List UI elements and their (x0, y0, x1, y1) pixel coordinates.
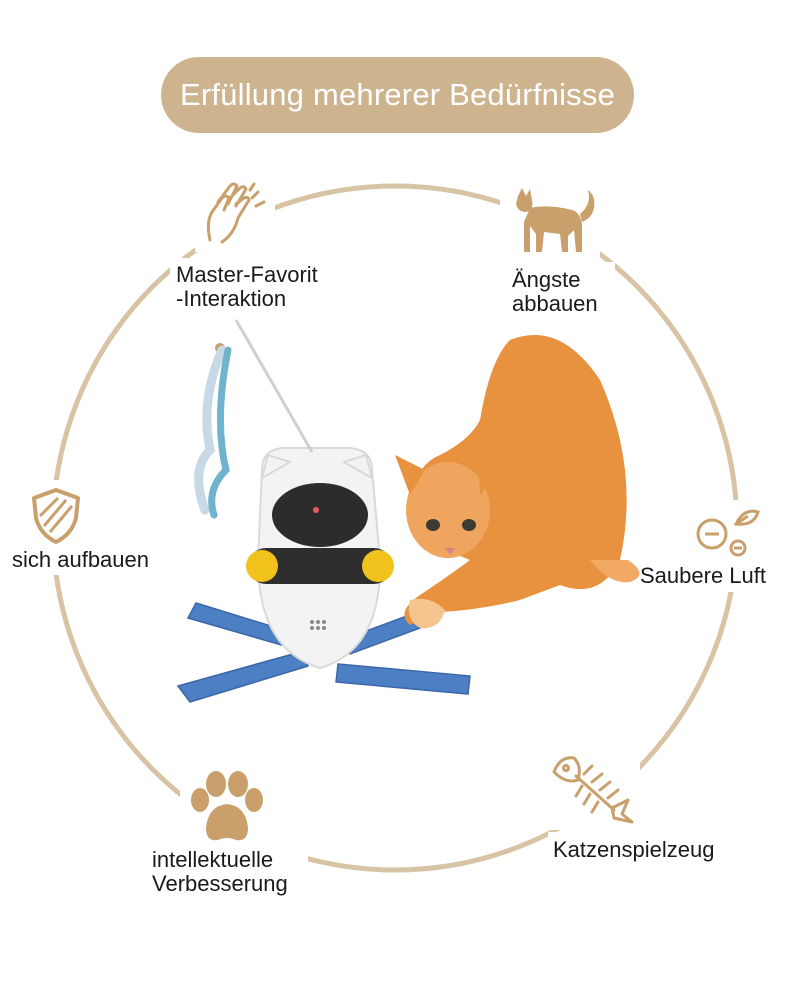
shield-icon (32, 488, 80, 544)
feature-label-line1: intellektuelle (152, 847, 274, 872)
feature-intellect: intellektuelle Verbesserung (152, 848, 288, 896)
feature-label-line1: Master-Favorit (176, 262, 318, 287)
feature-label-line1: Saubere Luft (640, 563, 766, 588)
feature-label-line1: sich aufbauen (12, 547, 149, 572)
fish-bone-icon (552, 756, 634, 824)
paw-icon (191, 771, 263, 841)
kitten-photo (395, 335, 640, 629)
feature-build-up: sich aufbauen (12, 548, 149, 572)
feature-label-line1: Ängste (512, 267, 581, 292)
feature-label-line2: abbauen (512, 291, 598, 316)
feature-cat-toy: Katzenspielzeug (553, 838, 714, 862)
air-leaf-icon (696, 509, 760, 557)
feature-label-line1: Katzenspielzeug (553, 837, 715, 862)
title-pill: Erfüllung mehrerer Bedürfnisse (161, 57, 634, 133)
cat-icon (516, 188, 595, 252)
feature-clean-air: Saubere Luft (640, 564, 766, 588)
page-title: Erfüllung mehrerer Bedürfnisse (179, 77, 616, 112)
feature-interaction: Master-Favorit -Interaktion (176, 263, 318, 311)
feature-label-line2: Verbesserung (152, 871, 288, 896)
clapping-hands-icon (206, 182, 266, 244)
feature-anxiety: Ängste abbauen (512, 268, 598, 316)
feature-label-line2: -Interaktion (176, 286, 287, 311)
cat-toy-robot (176, 319, 471, 703)
